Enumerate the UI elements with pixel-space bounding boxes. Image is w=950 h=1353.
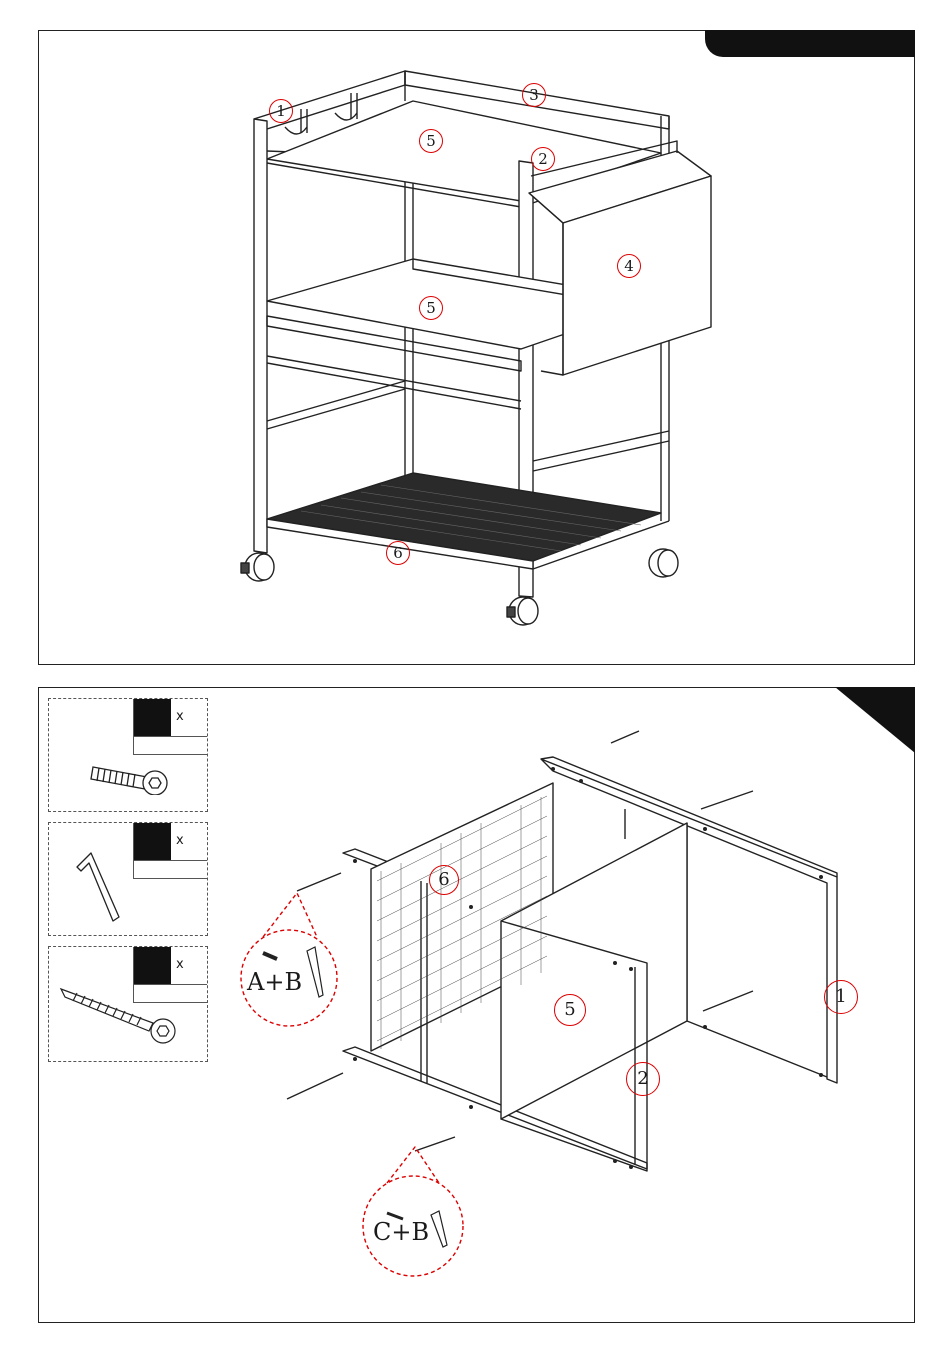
assembled-cart-panel: 1 3 5 2 4 5 6 [38, 30, 915, 665]
callout-5-middle: 5 [419, 296, 443, 320]
callout-1: 1 [824, 980, 858, 1014]
exploded-assembly-drawing [39, 688, 916, 1324]
callout-6: 6 [429, 865, 459, 895]
callout-1: 1 [269, 99, 293, 123]
callout-5: 5 [554, 994, 586, 1026]
callout-5-top: 5 [419, 129, 443, 153]
callout-2: 2 [626, 1062, 660, 1096]
callout-3: 3 [522, 83, 546, 107]
assembly-step-panel: x x x [38, 687, 915, 1323]
detail-label-c-b: C+B [373, 1218, 429, 1246]
detail-label-a-b: A+B [247, 968, 302, 996]
callout-4: 4 [617, 254, 641, 278]
callout-6: 6 [386, 541, 410, 565]
callout-2: 2 [531, 147, 555, 171]
assembled-cart-drawing [39, 31, 916, 666]
